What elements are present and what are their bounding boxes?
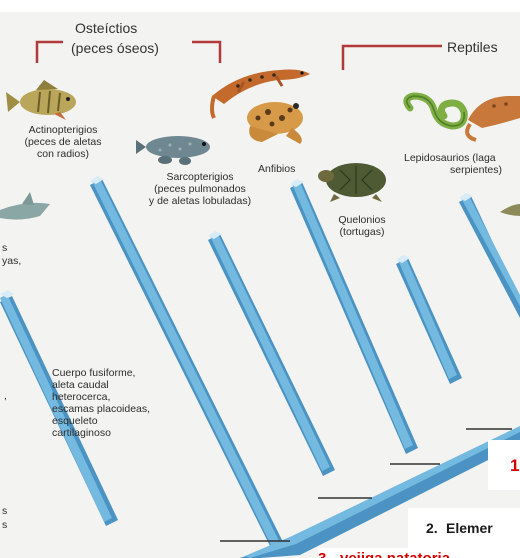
overlay-number-1: 1	[510, 456, 519, 476]
overlay-text-2: Elemer	[446, 520, 493, 536]
left-fragment-3: ,	[4, 390, 7, 402]
sarcopterygii-label: Sarcopterigios (peces pulmonados y de al…	[132, 171, 268, 207]
character-line-2: aleta caudal	[52, 379, 150, 391]
actinopterygii-name: Actinopterigios	[14, 124, 112, 136]
top-margin	[0, 0, 520, 12]
turtle-illustration	[318, 163, 386, 202]
snake-illustration	[407, 96, 464, 126]
overlay-box-3: 3. vejiga natatoria	[318, 548, 520, 558]
osteictios-bracket-right	[192, 42, 220, 63]
sarcopterygii-name: Sarcopterigios	[132, 171, 268, 183]
left-fragment-2: yas,	[2, 255, 21, 267]
sarcopterygii-desc-2: y de aletas lobuladas)	[132, 195, 268, 207]
branch-testudines	[398, 256, 457, 379]
overlay-number-2: 2.	[426, 520, 438, 536]
testudines-label: Quelonios (tortugas)	[334, 214, 390, 238]
character-line-6: cartilaginoso	[52, 427, 150, 439]
character-line-5: esqueleto	[52, 415, 150, 427]
left-fragment-1: s	[2, 242, 7, 254]
branch-actinopterygii	[92, 177, 281, 549]
derived-characters-text: Cuerpo fusiforme, aleta caudal heterocer…	[52, 367, 150, 439]
character-line-1: Cuerpo fusiforme,	[52, 367, 150, 379]
frog-illustration	[247, 102, 303, 144]
coelacanth-illustration	[136, 136, 210, 165]
character-line-4: escamas placoideas,	[52, 403, 150, 415]
reptiles-bracket	[343, 46, 442, 70]
shark-illustration	[0, 192, 50, 220]
osteictios-title: Osteíctios	[75, 20, 137, 36]
perch-fish-illustration	[6, 80, 76, 120]
amphibia-label: Anfibios	[258, 163, 295, 175]
actinopterygii-label: Actinopterigios (peces de aletas con rad…	[14, 124, 112, 160]
lizard-illustration	[467, 96, 520, 140]
left-fragment-4: s	[2, 505, 7, 517]
actinopterygii-desc-2: con radios)	[14, 148, 112, 160]
reptiles-title: Reptiles	[447, 39, 498, 55]
left-fragment-5: s	[2, 519, 7, 531]
lepidosauria-label: Lepidosaurios (laga serpientes)	[404, 152, 502, 176]
partial-animal-illustration	[500, 204, 520, 216]
character-line-3: heterocerca,	[52, 391, 150, 403]
overlay-box-2: 2. Elemer	[408, 508, 520, 548]
osteictios-subtitle: (peces óseos)	[71, 40, 159, 56]
testudines-desc: (tortugas)	[334, 226, 390, 238]
overlay-box-1: 1	[488, 440, 520, 490]
overlay-text-3: vejiga natatoria	[340, 550, 450, 558]
testudines-name: Quelonios	[334, 214, 390, 226]
lepidosauria-name: Lepidosaurios (laga	[404, 152, 502, 164]
lepidosauria-desc: serpientes)	[404, 164, 502, 176]
osteictios-bracket-left	[37, 42, 63, 63]
sarcopterygii-desc-1: (peces pulmonados	[132, 183, 268, 195]
overlay-number-3: 3.	[318, 550, 331, 558]
actinopterygii-desc-1: (peces de aletas	[14, 136, 112, 148]
